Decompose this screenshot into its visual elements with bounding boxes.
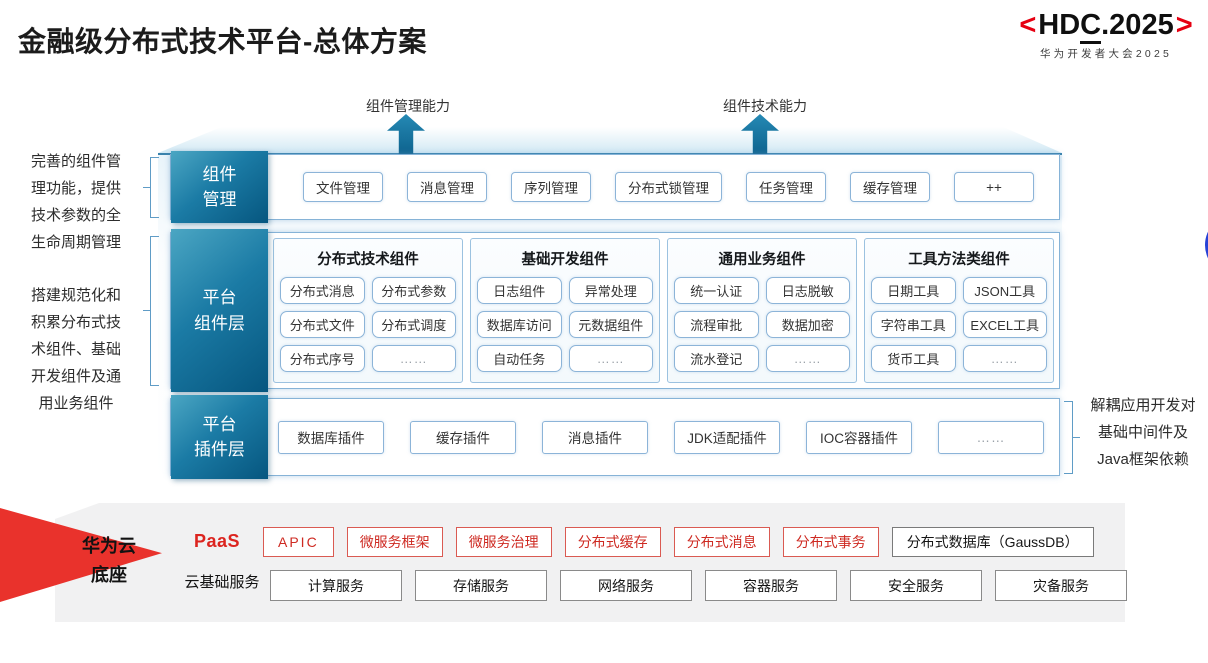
plugin-chip: IOC容器插件 xyxy=(806,420,912,454)
hdc-logo: <HDC.2025> 华为开发者大会2025 xyxy=(1008,8,1204,61)
cloud-base-panel xyxy=(55,503,1125,622)
plugin-chip: 缓存插件 xyxy=(410,420,516,454)
mgmt-chip: 分布式锁管理 xyxy=(615,172,722,202)
component-chip: EXCEL工具 xyxy=(962,311,1047,338)
column-distributed-tech: 分布式技术组件 分布式消息 分布式参数 分布式文件 分布式调度 分布式序号 …… xyxy=(273,238,463,383)
paas-chip: APIC xyxy=(263,527,334,557)
component-chip-more: …… xyxy=(962,345,1047,372)
component-chip: 日志组件 xyxy=(477,277,562,304)
paas-chip: 分布式缓存 xyxy=(564,527,661,557)
component-chip: 分布式参数 xyxy=(371,277,456,304)
paas-chip-row: APIC 微服务框架 微服务治理 分布式缓存 分布式消息 分布式事务 分布式数据… xyxy=(263,527,1094,557)
note-component-management: 完善的组件管 理功能，提供 技术参数的全 生命周期管理 xyxy=(30,153,121,251)
mgmt-chip: 缓存管理 xyxy=(850,172,930,202)
mgmt-chip: 文件管理 xyxy=(303,172,383,202)
blue-dot-decoration xyxy=(1205,214,1208,276)
bracket-row1 xyxy=(150,157,159,218)
capability-label-right: 组件技术能力 xyxy=(723,98,807,114)
component-chip: 日期工具 xyxy=(871,277,956,304)
logo-angle-left-icon: < xyxy=(1019,9,1037,41)
hdc-logo-text: <HDC.2025> xyxy=(1008,8,1204,44)
mgmt-chip: 任务管理 xyxy=(746,172,826,202)
component-chip-more: …… xyxy=(371,345,456,372)
column-title: 工具方法类组件 xyxy=(908,252,1010,268)
column-basic-dev: 基础开发组件 日志组件 异常处理 数据库访问 元数据组件 自动任务 …… xyxy=(470,238,660,383)
layer-label-platform-plugins: 平台 插件层 xyxy=(171,395,268,479)
note-decoupling: 解耦应用开发对 基础中间件及 Java框架依赖 xyxy=(1090,397,1196,468)
cloud-service-chip: 计算服务 xyxy=(270,570,402,601)
paas-chip: 微服务框架 xyxy=(346,527,443,557)
column-title: 基础开发组件 xyxy=(521,252,609,268)
plugin-chip: JDK适配插件 xyxy=(674,420,780,454)
capability-label-left: 组件管理能力 xyxy=(366,98,450,114)
layer-platform-components: 分布式技术组件 分布式消息 分布式参数 分布式文件 分布式调度 分布式序号 ……… xyxy=(170,232,1060,389)
bracket-row1-tick xyxy=(143,187,151,188)
logo-year: .2025 xyxy=(1101,9,1174,41)
cloud-service-chip: 容器服务 xyxy=(705,570,837,601)
plugin-chip-more: …… xyxy=(938,420,1044,454)
component-chip: 自动任务 xyxy=(477,345,562,372)
cloud-services-label: 云基础服务 xyxy=(184,574,260,591)
component-chip-more: …… xyxy=(765,345,850,372)
layer-label-component-management: 组件 管理 xyxy=(171,151,268,223)
layer-component-management: 文件管理 消息管理 序列管理 分布式锁管理 任务管理 缓存管理 ++ xyxy=(170,154,1060,220)
component-chip: 数据库访问 xyxy=(477,311,562,338)
cloud-base-label: 华为云 底座 xyxy=(82,536,136,585)
component-chip: 分布式文件 xyxy=(280,311,365,338)
bracket-row2 xyxy=(150,236,159,386)
mgmt-chip-more: ++ xyxy=(954,172,1034,202)
bracket-row3-tick xyxy=(1072,437,1080,438)
plugin-chip: 数据库插件 xyxy=(278,420,384,454)
cloud-service-chip-row: 计算服务 存储服务 网络服务 容器服务 安全服务 灾备服务 xyxy=(270,570,1127,601)
component-chip: 异常处理 xyxy=(568,277,653,304)
column-title: 通用业务组件 xyxy=(718,252,806,268)
plugin-chip: 消息插件 xyxy=(542,420,648,454)
component-chip: 货币工具 xyxy=(871,345,956,372)
component-chip: 统一认证 xyxy=(674,277,759,304)
paas-label: PaaS xyxy=(193,531,241,551)
column-title: 分布式技术组件 xyxy=(317,252,419,268)
layer-label-platform-components: 平台 组件层 xyxy=(171,229,268,392)
layer-platform-plugins: 数据库插件 缓存插件 消息插件 JDK适配插件 IOC容器插件 …… xyxy=(170,398,1060,476)
cloud-service-chip: 存储服务 xyxy=(415,570,547,601)
component-chip: 流程审批 xyxy=(674,311,759,338)
logo-hd: HD xyxy=(1038,9,1081,41)
component-chip: 元数据组件 xyxy=(568,311,653,338)
component-chip: JSON工具 xyxy=(962,277,1047,304)
component-chip: 数据加密 xyxy=(765,311,850,338)
note-platform-components: 搭建规范化和 积累分布式技 术组件、基础 开发组件及通 用业务组件 xyxy=(30,287,121,412)
component-chip: 分布式消息 xyxy=(280,277,365,304)
mgmt-chip: 序列管理 xyxy=(511,172,591,202)
paas-chip: 分布式消息 xyxy=(673,527,770,557)
mgmt-chip: 消息管理 xyxy=(407,172,487,202)
paas-db-chip: 分布式数据库（GaussDB） xyxy=(891,527,1094,557)
component-chip: 字符串工具 xyxy=(871,311,956,338)
cloud-service-chip: 灾备服务 xyxy=(995,570,1127,601)
paas-chip: 分布式事务 xyxy=(782,527,879,557)
component-chip: 分布式序号 xyxy=(280,345,365,372)
column-tool-methods: 工具方法类组件 日期工具 JSON工具 字符串工具 EXCEL工具 货币工具 …… xyxy=(864,238,1054,383)
cloud-service-chip: 安全服务 xyxy=(850,570,982,601)
logo-subtitle: 华为开发者大会2025 xyxy=(1039,47,1173,60)
bracket-row2-tick xyxy=(143,310,151,311)
component-chip: 分布式调度 xyxy=(371,311,456,338)
cloud-service-chip: 网络服务 xyxy=(560,570,692,601)
logo-angle-right-icon: > xyxy=(1175,9,1193,41)
page-title: 金融级分布式技术平台-总体方案 xyxy=(18,26,427,57)
logo-c-underlined: C xyxy=(1080,9,1102,44)
column-common-business: 通用业务组件 统一认证 日志脱敏 流程审批 数据加密 流水登记 …… xyxy=(667,238,857,383)
component-chip: 日志脱敏 xyxy=(765,277,850,304)
component-chip: 流水登记 xyxy=(674,345,759,372)
component-chip-more: …… xyxy=(568,345,653,372)
platform-slab-top xyxy=(158,127,1062,153)
paas-chip: 微服务治理 xyxy=(455,527,552,557)
